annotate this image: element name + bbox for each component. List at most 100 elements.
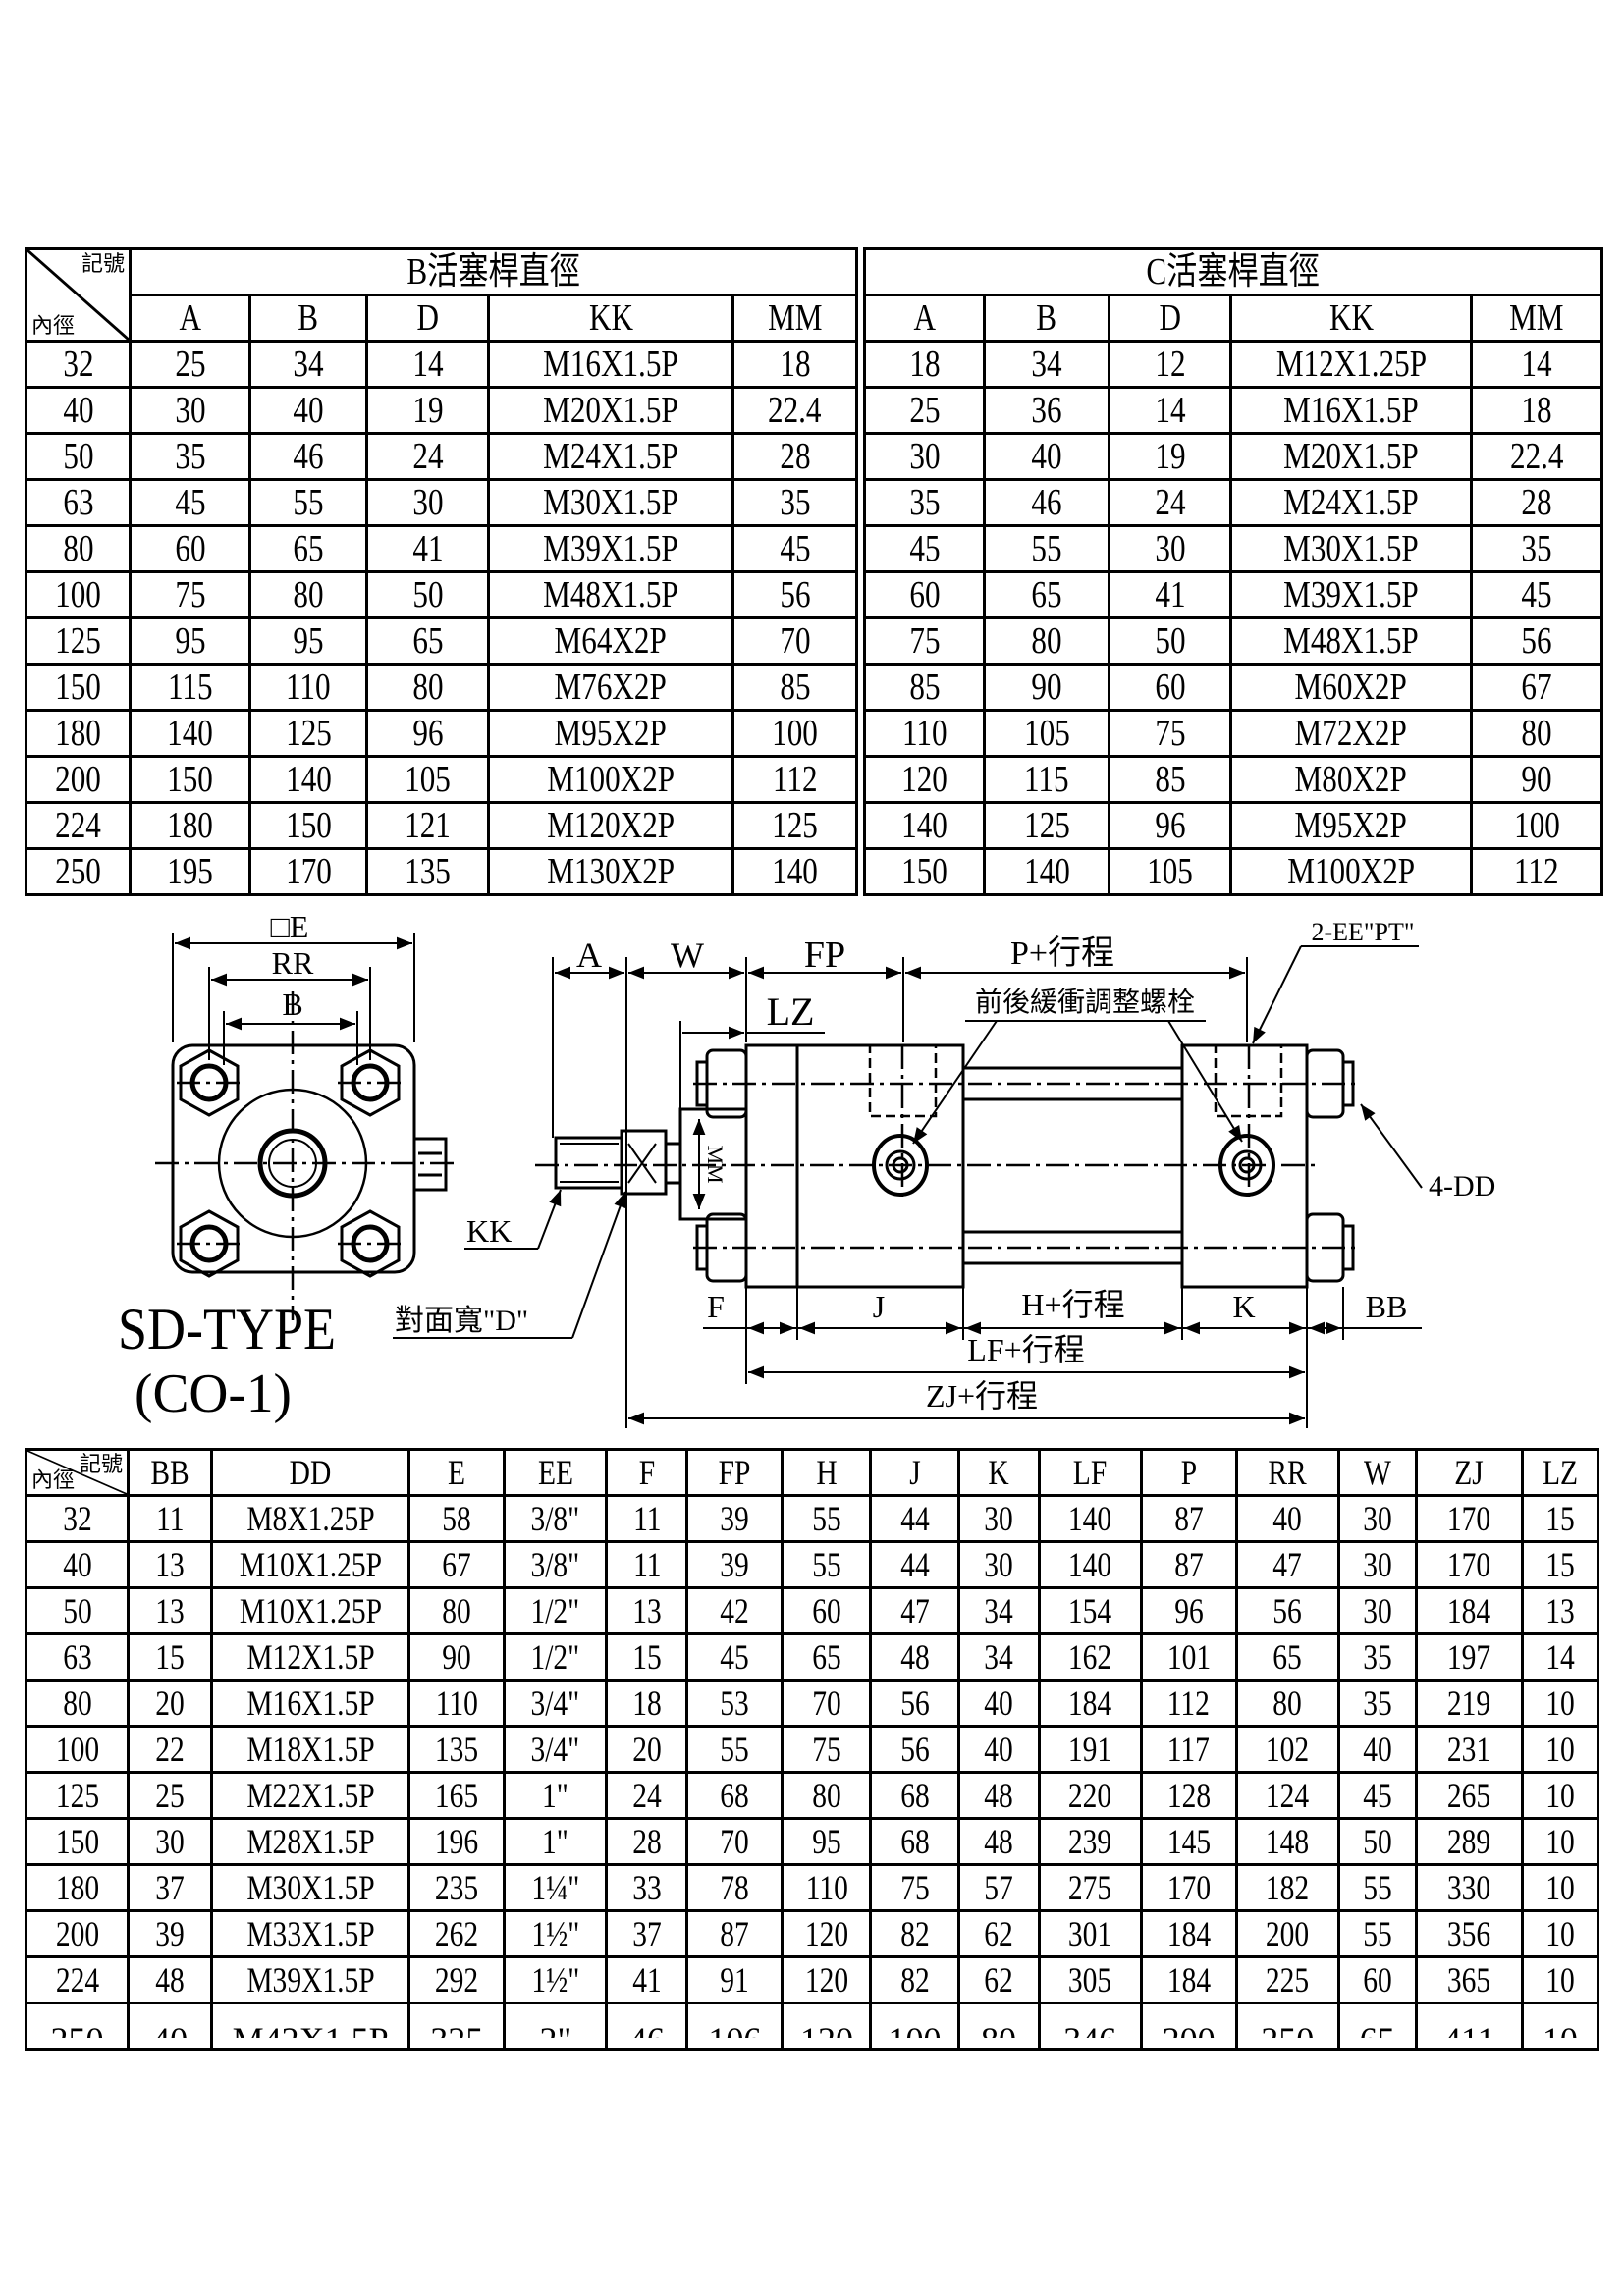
value-cell-e: 196 [407, 1817, 507, 1866]
column-header-a: A [863, 294, 986, 343]
bore-cell: 40 [24, 1540, 131, 1589]
value-cell-lz: 10 [1520, 1863, 1600, 1912]
column-header-kk: KK [1229, 294, 1473, 343]
dim-label-rr: RR [272, 945, 314, 981]
value-cell-a: 115 [129, 663, 251, 712]
value-cell-b: 46 [248, 432, 368, 481]
value-cell-mm: 80 [1470, 709, 1603, 758]
value-cell-kk: M64X2P [487, 616, 734, 666]
value-cell-dd: M18X1.5P [210, 1725, 411, 1774]
value-cell-kk: M100X2P [487, 755, 734, 804]
value-cell-p: 96 [1139, 1586, 1238, 1635]
value-cell-mm: 56 [731, 570, 858, 619]
cushion-screw-label: 前後緩衝調整螺栓 [975, 987, 1195, 1018]
value-cell-w: 45 [1336, 1771, 1418, 1820]
corner-label-bore: 內徑 [31, 313, 76, 338]
value-cell-f: 37 [605, 1909, 689, 1958]
value-cell-ee: 3/4" [503, 1679, 609, 1728]
flat-width-label: 對面寬"D" [395, 1305, 528, 1337]
rod-thread-end [554, 1136, 623, 1190]
value-cell-dd: M16X1.5P [210, 1679, 411, 1728]
column-header-j: J [869, 1448, 960, 1497]
value-cell-k: 80 [956, 2002, 1041, 2051]
bore-cell: 80 [25, 524, 132, 573]
value-cell-a: 180 [129, 801, 251, 850]
value-cell-p: 117 [1139, 1725, 1238, 1774]
value-cell-bb: 30 [127, 1817, 214, 1866]
value-cell-zj: 170 [1414, 1540, 1524, 1589]
type-name: SD-TYPE [118, 1297, 336, 1362]
value-cell-k: 48 [956, 1817, 1041, 1866]
value-cell-a: 75 [863, 616, 986, 666]
value-cell-lz: 10 [1520, 1817, 1600, 1866]
value-cell-a: 75 [129, 570, 251, 619]
value-cell-f: 15 [605, 1632, 689, 1682]
value-cell-ee: 1½" [503, 1909, 609, 1958]
value-cell-lf: 140 [1037, 1540, 1143, 1589]
column-header-fp: FP [685, 1448, 785, 1497]
bore-cell: 150 [25, 663, 132, 712]
value-cell-h: 55 [781, 1540, 873, 1589]
value-cell-k: 62 [956, 1909, 1041, 1958]
value-cell-kk: M39X1.5P [487, 524, 734, 573]
value-cell-lz: 15 [1520, 1494, 1600, 1543]
value-cell-mm: 22.4 [1470, 432, 1603, 481]
value-cell-b: 95 [248, 616, 368, 666]
column-header-kk: KK [487, 294, 734, 343]
value-cell-b: 110 [248, 663, 368, 712]
value-cell-d: 75 [1108, 709, 1232, 758]
value-cell-lz: 10 [1520, 1909, 1600, 1958]
value-cell-f: 41 [605, 1955, 689, 2004]
dim-label-b: B [282, 987, 302, 1022]
value-cell-p: 145 [1139, 1817, 1238, 1866]
value-cell-e: 58 [407, 1494, 507, 1543]
value-cell-w: 65 [1336, 2002, 1418, 2051]
value-cell-rr: 56 [1234, 1586, 1340, 1635]
value-cell-a: 30 [863, 432, 986, 481]
value-cell-b: 46 [983, 478, 1110, 527]
value-cell-mm: 90 [1470, 755, 1603, 804]
column-header-f: F [605, 1448, 689, 1497]
value-cell-b: 34 [248, 340, 368, 389]
column-header-mm: MM [731, 294, 858, 343]
value-cell-e: 325 [407, 2002, 507, 2051]
value-cell-b: 170 [248, 847, 368, 896]
column-header-w: W [1336, 1448, 1418, 1497]
value-cell-kk: M76X2P [487, 663, 734, 712]
table-row: 25040M42X1.5P3252"4610612010080346200250… [24, 2002, 1600, 2051]
value-cell-lf: 220 [1037, 1771, 1143, 1820]
front-dimension-lines [172, 933, 415, 1065]
value-cell-b: 125 [248, 709, 368, 758]
value-cell-bb: 39 [127, 1909, 214, 1958]
diagonal-divider [28, 1452, 126, 1493]
bore-cell: 50 [25, 432, 132, 481]
value-cell-dd: M12X1.5P [210, 1632, 411, 1682]
value-cell-dd: M33X1.5P [210, 1909, 411, 1958]
dim-label-e: □E [271, 909, 309, 944]
value-cell-mm: 28 [731, 432, 858, 481]
value-cell-w: 50 [1336, 1817, 1418, 1866]
value-cell-ee: 1" [503, 1771, 609, 1820]
corner-label-code: 記號 [81, 251, 125, 276]
value-cell-kk: M48X1.5P [487, 570, 734, 619]
value-cell-a: 60 [863, 570, 986, 619]
value-cell-dd: M22X1.5P [210, 1771, 411, 1820]
value-cell-rr: 225 [1234, 1955, 1340, 2004]
value-cell-f: 28 [605, 1817, 689, 1866]
value-cell-rr: 250 [1234, 2002, 1340, 2051]
value-cell-d: 60 [1108, 663, 1232, 712]
value-cell-a: 150 [129, 755, 251, 804]
value-cell-w: 30 [1336, 1494, 1418, 1543]
column-header-b: B [983, 294, 1110, 343]
